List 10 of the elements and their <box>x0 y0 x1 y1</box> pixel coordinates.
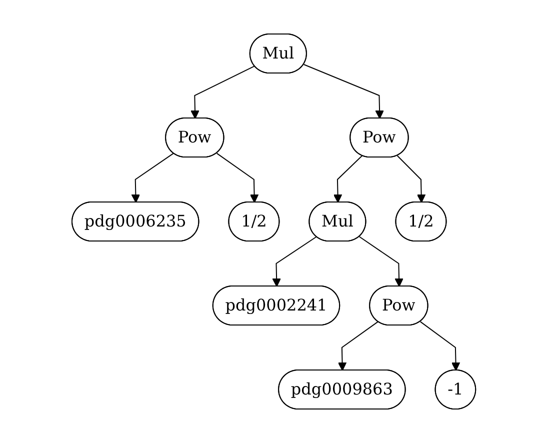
arrow <box>396 155 426 203</box>
arrow <box>338 321 378 371</box>
arrow <box>333 155 362 203</box>
arrow <box>420 321 460 371</box>
arrow <box>272 236 317 287</box>
arrow <box>130 152 174 203</box>
arrow <box>303 64 384 119</box>
arrow <box>190 66 255 119</box>
arrow <box>216 152 258 203</box>
arrow <box>358 236 404 287</box>
